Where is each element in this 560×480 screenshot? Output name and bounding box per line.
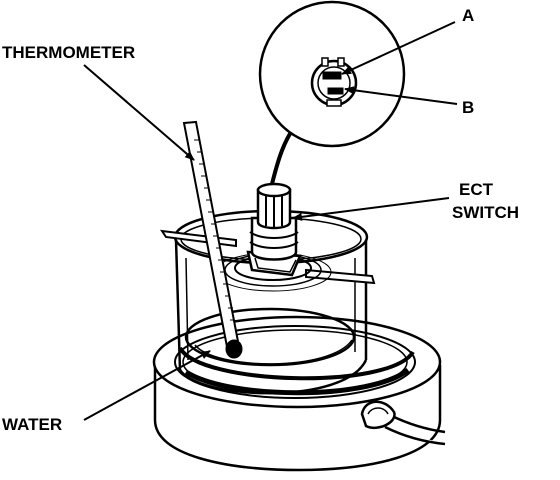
callout-a-label: A — [462, 6, 474, 25]
thermometer-label: THERMOMETER — [2, 43, 135, 62]
callout-leaders — [83, 21, 458, 421]
callout-b-label: B — [462, 98, 474, 117]
water-label: WATER — [2, 415, 62, 434]
ect-switch — [246, 182, 302, 277]
ect-label-line1: ECT — [459, 180, 494, 199]
connector-detail — [258, 0, 406, 148]
hot-plate-ring-shading — [178, 346, 415, 396]
ect-label-line2: SWITCH — [452, 203, 519, 222]
power-cord — [360, 400, 446, 446]
thermometer — [182, 120, 243, 359]
